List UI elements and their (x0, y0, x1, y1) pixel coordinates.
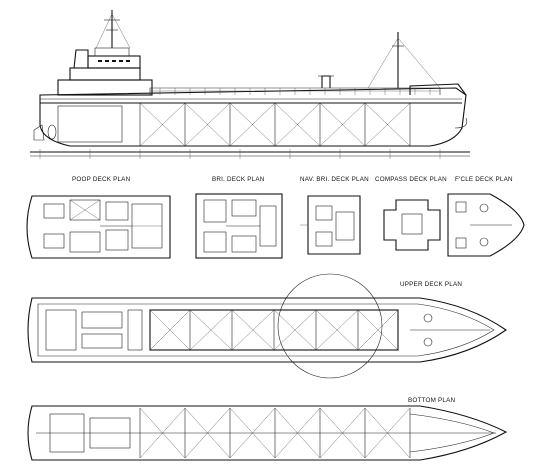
funnel (73, 49, 89, 69)
nav-bri-deck-plan (300, 195, 361, 255)
upper-deck-plan-title: UPPER DECK PLAN (400, 281, 462, 288)
propeller (47, 124, 57, 140)
profile-view (30, 10, 470, 159)
fcle-deck-plan (447, 193, 525, 257)
rudder (33, 124, 45, 141)
bridge-deck-house (69, 67, 141, 81)
bottom-plan (27, 405, 508, 461)
forecastle (409, 83, 467, 96)
upper-deck-plan (27, 273, 507, 379)
engine-room (57, 105, 123, 143)
compass-deck-plan-title: COMPASS DECK PLAN (375, 176, 447, 183)
bottom-plan-title: BOTTOM PLAN (408, 397, 455, 404)
hull-outline (39, 87, 467, 147)
nav-bri-deck-plan-title: NAV. BRI. DECK PLAN (300, 176, 369, 183)
fcle-deck-plan-title: F'CLE DECK PLAN (455, 176, 513, 183)
bri-deck-plan-title: BRI. DECK PLAN (212, 176, 265, 183)
bri-deck-plan (195, 193, 283, 259)
compass-deck-plan (383, 199, 441, 251)
compass-deck (94, 47, 130, 57)
poop-deck-plan-title: POOP DECK PLAN (72, 176, 131, 183)
poop-deck-house (57, 79, 153, 96)
poop-deck-plan (26, 195, 171, 259)
